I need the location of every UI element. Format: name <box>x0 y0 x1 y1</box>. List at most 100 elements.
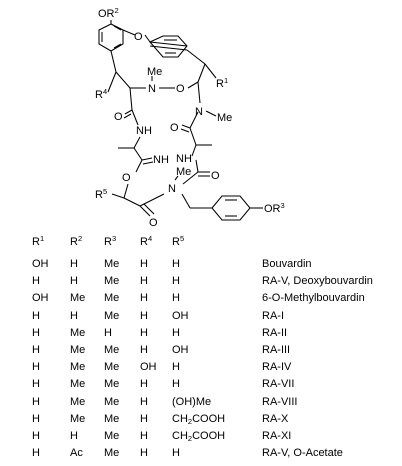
table-cell-r4: H <box>140 378 148 391</box>
table-cell-r1: H <box>32 361 40 374</box>
table-cell-r2: H <box>70 309 78 322</box>
table-cell-r1: H <box>32 412 40 425</box>
table-cell-r5: (OH)Me <box>172 395 212 408</box>
table-cell-r4: H <box>140 344 148 356</box>
atom-label: O <box>134 31 143 43</box>
atom-label: N <box>148 83 156 95</box>
compound-name: RA-XI <box>262 430 292 442</box>
compound-name: Bouvardin <box>262 258 312 270</box>
table-cell-r2: Me <box>70 344 86 356</box>
atom-label: NH <box>176 153 192 165</box>
table-cell-r3: Me <box>104 292 120 305</box>
table-cell-r1: H <box>32 309 40 322</box>
atom-label: O <box>170 122 179 134</box>
table-cell-r1: H <box>32 430 40 442</box>
table-cell-r1: H <box>32 344 40 356</box>
atom-label: Me <box>147 66 162 78</box>
table-cell-r4: H <box>140 309 148 322</box>
table-cell-r3: Me <box>104 447 120 460</box>
table-cell-r5: H <box>172 378 180 391</box>
atom-label: NH <box>136 125 152 137</box>
table-cell-r3: Me <box>104 344 120 356</box>
table-cell-r3: Me <box>104 395 120 408</box>
chemical-structure: O OR2 R4 N Me O R1 N Me O NH O NH NH O O… <box>95 6 285 229</box>
table-cell-r5: H <box>172 447 180 460</box>
compound-name: RA-III <box>262 344 291 356</box>
table-cell-r1: H <box>32 326 40 339</box>
compound-name: RA-VIII <box>262 395 298 408</box>
atom-label: N <box>195 106 203 118</box>
table-cell-r2: Me <box>70 326 86 339</box>
column-header: R5 <box>172 234 185 248</box>
table-cell-r4: H <box>140 430 148 442</box>
table-cell-r5: CH2COOH <box>172 412 226 426</box>
compound-name: RA-X <box>262 412 289 425</box>
table-cell-r2: Me <box>70 412 86 425</box>
compound-name: RA-V, O-Acetate <box>262 447 343 460</box>
column-header: R3 <box>104 234 117 248</box>
atom-label: Me <box>217 112 232 124</box>
table-cell-r4: H <box>140 275 148 288</box>
table-cell-r5: CH2COOH <box>172 430 226 443</box>
table-cell-r1: H <box>32 378 40 391</box>
table-cell-r1: H <box>32 447 40 460</box>
table-cell-r3: H <box>104 326 112 339</box>
table-cell-r4: H <box>140 395 148 408</box>
table-cell-r2: H <box>70 258 78 270</box>
table-cell-r2: H <box>70 430 78 442</box>
atom-label: O <box>114 111 123 123</box>
atom-label: N <box>168 183 176 195</box>
table-cell-r5: H <box>172 326 180 339</box>
table-cell-r2: Ac <box>70 447 83 460</box>
right-benzene-ring <box>149 35 188 58</box>
table-cell-r4: H <box>140 412 148 425</box>
table-cell-r2: Me <box>70 378 86 391</box>
atom-label: Me <box>176 166 191 178</box>
table-cell-r3: Me <box>104 361 120 374</box>
atom-label: O <box>149 217 158 229</box>
compound-name: RA-I <box>262 309 284 322</box>
table-cell-r4: H <box>140 258 148 270</box>
substituent-label: R5 <box>95 187 107 201</box>
table-cell-r1: H <box>32 395 40 408</box>
table-cell-r5: OH <box>172 309 189 322</box>
column-header: R4 <box>140 234 153 248</box>
atom-label: NH <box>153 154 169 166</box>
compound-name: 6-O-Methylbouvardin <box>262 292 365 305</box>
substituent-label: OR2 <box>98 6 119 20</box>
atom-label: O <box>122 172 131 184</box>
table-cell-r1: OH <box>32 258 49 270</box>
table-cell-r4: H <box>140 292 148 305</box>
atom-label: O <box>211 170 220 182</box>
table-cell-r5: OH <box>172 344 189 356</box>
substituent-label: OR3 <box>264 201 285 215</box>
table-cell-r4: H <box>140 326 148 339</box>
table-cell-r2: H <box>70 275 78 288</box>
substituent-label: R4 <box>95 87 107 101</box>
atom-label: O <box>176 83 185 95</box>
substituent-label: R1 <box>216 76 228 90</box>
table-cell-r3: Me <box>104 412 120 425</box>
table-cell-r1: H <box>32 275 40 288</box>
table-cell-r5: H <box>172 275 180 288</box>
table-cell-r3: Me <box>104 309 120 322</box>
column-header: R1 <box>32 234 45 248</box>
table-cell-r4: OH <box>140 361 157 374</box>
table-cell-r3: Me <box>104 275 120 288</box>
table-cell-r5: H <box>172 361 180 374</box>
compound-name: RA-VII <box>262 378 295 391</box>
compound-name: RA-V, Deoxybouvardin <box>262 275 373 288</box>
table-cell-r5: H <box>172 258 180 270</box>
table-cell-r3: Me <box>104 430 120 442</box>
table-cell-r2: Me <box>70 292 86 305</box>
table-cell-r3: Me <box>104 258 120 270</box>
table-cell-r5: H <box>172 292 180 305</box>
table-cell-r2: Me <box>70 361 86 374</box>
column-header: R2 <box>70 234 83 248</box>
table-cell-r2: Me <box>70 395 86 408</box>
compound-name: RA-IV <box>262 361 292 374</box>
table-cell-r1: OH <box>32 292 49 305</box>
compound-name: RA-II <box>262 326 288 339</box>
table-cell-r3: Me <box>104 378 120 391</box>
